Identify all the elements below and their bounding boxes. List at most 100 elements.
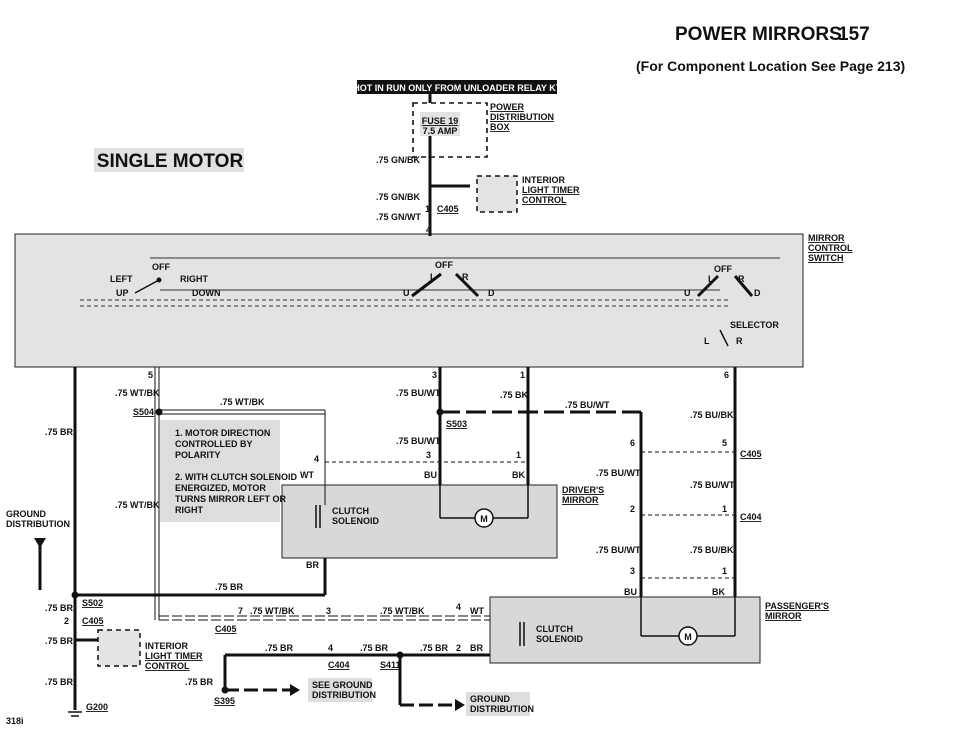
pin-1-c404: 1	[722, 504, 727, 514]
switch-left-left: LEFT	[110, 274, 133, 284]
pass-motor	[678, 626, 698, 646]
drivers-mirror-line-2: MIRROR	[562, 495, 599, 505]
pin-2-c404-bottom: 2	[456, 643, 461, 653]
pass-motor-label: M	[684, 632, 692, 642]
pin-3-pass: 3	[630, 566, 635, 576]
drivers-motor-label: M	[480, 514, 488, 524]
label-wt-drivers: WT	[300, 470, 314, 480]
section-title-bg	[94, 148, 244, 172]
label-wt-bk-4: .75 WT/BK	[250, 606, 295, 616]
label-br-6: .75 BR	[185, 677, 214, 687]
label-bu-wt-1: .75 BU/WT	[396, 388, 441, 398]
switch-mid-arm-left	[411, 272, 442, 298]
switch-left-right: RIGHT	[180, 274, 209, 284]
label-bu-wt-2: .75 BU/WT	[396, 436, 441, 446]
pin-2-c405-left: 2	[64, 616, 69, 626]
fuse-rating: 7.5 AMP	[423, 126, 458, 136]
connector-c404-right: C404	[740, 512, 762, 522]
splice-s504: S504	[133, 407, 154, 417]
pin-6-switch: 6	[724, 370, 729, 380]
switch-label-line-1: MIRROR	[808, 233, 845, 243]
label-bu-wt-4: .75 BU/WT	[596, 468, 641, 478]
pin-5-switch: 5	[148, 370, 153, 380]
label-br-4: .75 BR	[45, 636, 74, 646]
label-br-7: .75 BR	[265, 643, 294, 653]
timer-top-line-2: LIGHT TIMER	[522, 185, 580, 195]
switch-right-off: OFF	[714, 264, 732, 274]
splice-dot-s411	[396, 651, 404, 659]
switch-mid-off: OFF	[435, 260, 453, 270]
label-bu-pass: BU	[624, 587, 637, 597]
pass-mirror-line-1: PASSENGER'S	[765, 601, 829, 611]
note-1-line-1: 1. MOTOR DIRECTION	[175, 428, 270, 438]
ground-bottom-bg	[466, 692, 530, 716]
timer-bottom-box	[97, 629, 141, 667]
switch-left-arm	[134, 279, 160, 294]
switch-right-d: D	[754, 288, 761, 298]
note-2-line-3: TURNS MIRROR LEFT OR	[175, 494, 286, 504]
timer-bottom-line-1: INTERIOR	[145, 641, 189, 651]
wire-label-gn-bk-2: .75 GN/BK	[376, 192, 421, 202]
pin-1-c405: 1	[425, 204, 430, 214]
switch-right-arm-right	[733, 275, 754, 297]
splice-s503: S503	[446, 419, 467, 429]
pin-4-gnwt: 4	[426, 225, 431, 235]
wire-label-gn-wt: .75 GN/WT	[376, 212, 422, 222]
selector-r: R	[736, 336, 743, 346]
selector-l: L	[704, 336, 710, 346]
timer-top-line-1: INTERIOR	[522, 175, 566, 185]
label-wt-bk-1: .75 WT/BK	[115, 388, 160, 398]
label-br-drivers: BR	[306, 560, 319, 570]
pin-1-drivers: 1	[516, 450, 521, 460]
splice-dot-s504	[155, 408, 163, 416]
splice-s395: S395	[214, 696, 235, 706]
page-number: 157	[838, 24, 870, 45]
timer-top-line-3: CONTROL	[522, 195, 567, 205]
label-bk-drivers: BK	[512, 470, 525, 480]
label-wt-bk-2: .75 WT/BK	[220, 397, 265, 407]
note-2-line-2: ENERGIZED, MOTOR	[175, 483, 266, 493]
label-bk: .75 BK	[500, 390, 529, 400]
power-box-line-2: DISTRIBUTION	[490, 112, 554, 122]
fuse-name: FUSE 19	[422, 116, 459, 126]
power-box-line-3: BOX	[490, 122, 510, 132]
label-bu-wt-5: .75 BU/WT	[690, 480, 735, 490]
switch-label-line-3: SWITCH	[808, 253, 844, 263]
label-bu-wt-6: .75 BU/WT	[596, 545, 641, 555]
pass-clutch-line-2: SOLENOID	[536, 634, 584, 644]
pin-7-c405: 7	[238, 606, 243, 616]
hot-bar-label: HOT IN RUN ONLY FROM UNLOADER RELAY K7	[353, 83, 561, 93]
page-subtitle: (For Component Location See Page 213)	[636, 58, 906, 74]
switch-mid-d: D	[488, 288, 495, 298]
switch-left-up: UP	[116, 288, 129, 298]
connector-c405-top: C405	[437, 204, 459, 214]
switch-left-off: OFF	[152, 262, 170, 272]
section-title: SINGLE MOTOR	[97, 151, 244, 172]
note-1-line-3: POLARITY	[175, 450, 221, 460]
pin-4-c404: 4	[328, 643, 333, 653]
switch-label-line-2: CONTROL	[808, 243, 853, 253]
pin-1-pass: 1	[722, 566, 727, 576]
footer-code: 318i	[6, 716, 24, 726]
pin-4-c405: 4	[456, 602, 461, 612]
note-2-line-1: 2. WITH CLUTCH SOLENOID	[175, 472, 297, 482]
label-bu-bk-2: .75 BU/BK	[690, 545, 734, 555]
switch-mid-u: U	[403, 288, 410, 298]
pass-mirror-line-2: MIRROR	[765, 611, 802, 621]
fuse-box	[420, 112, 460, 136]
splice-s502: S502	[82, 598, 103, 608]
wire-label-gn-bk-1: .75 GN/BK	[376, 155, 421, 165]
label-bu-drivers: BU	[424, 470, 437, 480]
pin-3-drivers: 3	[426, 450, 431, 460]
ground-left-line-1: GROUND	[6, 509, 46, 519]
label-br-5: .75 BR	[45, 677, 74, 687]
timer-top-box	[476, 175, 518, 213]
see-ground-line-2: DISTRIBUTION	[312, 690, 376, 700]
connector-c405-bottom: C405	[215, 624, 237, 634]
switch-right-l: L	[708, 274, 714, 284]
label-br-8: .75 BR	[360, 643, 389, 653]
note-2-line-4: RIGHT	[175, 505, 204, 515]
label-br-3: .75 BR	[45, 603, 74, 613]
